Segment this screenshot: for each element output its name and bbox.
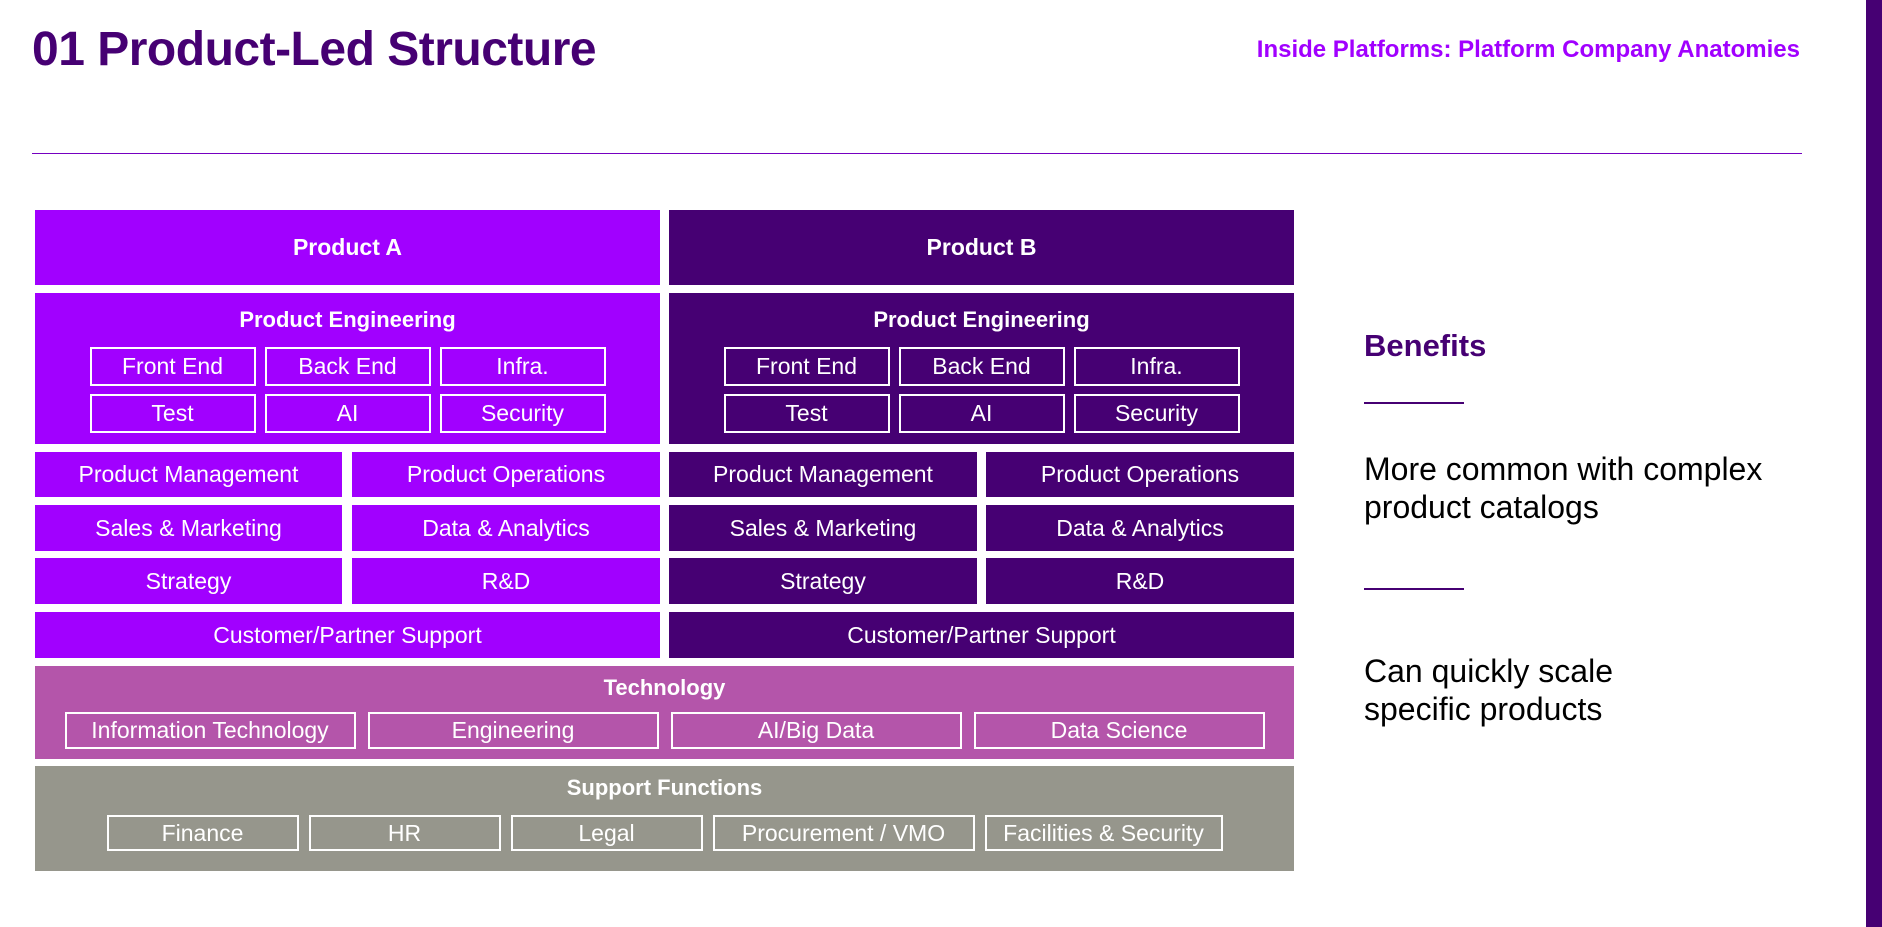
product-b-eng-security: Security xyxy=(1073,394,1240,433)
product-a-header: Product A xyxy=(35,210,660,285)
product-b-product-management-label: Product Management xyxy=(713,461,933,487)
product-b-data-analytics-label: Data & Analytics xyxy=(1056,514,1224,541)
support-legal: Legal xyxy=(510,815,703,851)
product-a-eng-test: Test xyxy=(89,394,256,433)
product-b-product-management: Product Management xyxy=(669,452,977,497)
benefits-title: Benefits xyxy=(1364,328,1487,363)
product-b-engineering-title: Product Engineering xyxy=(873,307,1090,332)
support-hr: HR xyxy=(308,815,501,851)
support-procurement-vmo: Procurement / VMO xyxy=(712,815,975,851)
product-a-rnd-label: R&D xyxy=(481,567,531,594)
product-b-sales-marketing-label: Sales & Marketing xyxy=(729,514,917,541)
product-a-customer-support-label: Customer/Partner Support xyxy=(213,621,482,648)
product-b-sales-marketing: Sales & Marketing xyxy=(669,505,977,551)
product-b-title: Product B xyxy=(926,234,1037,260)
product-a-data-analytics-label: Data & Analytics xyxy=(422,514,590,541)
product-b-eng-back-end: Back End xyxy=(898,347,1065,386)
product-a-engineering-grid: Front End Back End Infra. Test AI Securi… xyxy=(89,347,606,433)
technology-items: Information Technology Engineering AI/Bi… xyxy=(64,712,1265,749)
support-functions-section: Support Functions Finance HR Legal Procu… xyxy=(35,766,1294,871)
product-a-title: Product A xyxy=(292,234,403,260)
product-a-engineering-title: Product Engineering xyxy=(239,307,456,332)
product-a-eng-front-end: Front End xyxy=(89,347,256,386)
technology-title: Technology xyxy=(603,675,726,700)
product-b-strategy-label: Strategy xyxy=(780,567,866,594)
technology-information-technology: Information Technology xyxy=(64,712,356,749)
header-divider xyxy=(32,153,1802,154)
product-a-sales-marketing-label: Sales & Marketing xyxy=(95,514,282,541)
product-b-eng-infra: Infra. xyxy=(1073,347,1240,386)
benefit-item-1: More common with complex product catalog… xyxy=(1364,451,1763,525)
technology-ai-big-data: AI/Big Data xyxy=(670,712,962,749)
product-b-eng-ai: AI xyxy=(898,394,1065,433)
support-functions-title: Support Functions xyxy=(566,775,763,800)
benefits-divider-1 xyxy=(1364,402,1464,404)
product-a-product-operations: Product Operations xyxy=(352,452,660,497)
product-a-eng-infra: Infra. xyxy=(439,347,606,386)
product-b-header: Product B xyxy=(669,210,1294,285)
product-a-strategy: Strategy xyxy=(35,558,342,604)
product-a-eng-ai: AI xyxy=(264,394,431,433)
page-title: 01 Product-Led Structure xyxy=(32,23,597,76)
product-b-eng-front-end: Front End xyxy=(723,347,890,386)
technology-engineering: Engineering xyxy=(367,712,659,749)
product-a-data-analytics: Data & Analytics xyxy=(352,505,660,551)
product-a-rnd: R&D xyxy=(352,558,660,604)
product-a-eng-back-end: Back End xyxy=(264,347,431,386)
product-b-customer-support: Customer/Partner Support xyxy=(669,612,1294,658)
support-facilities-security: Facilities & Security xyxy=(984,815,1223,851)
benefit-item-2: Can quickly scale specific products xyxy=(1364,653,1613,727)
product-b-product-operations: Product Operations xyxy=(986,452,1294,497)
product-a-product-management: Product Management xyxy=(35,452,342,497)
product-a-sales-marketing: Sales & Marketing xyxy=(35,505,342,551)
product-b-engineering: Product Engineering Front End Back End I… xyxy=(669,293,1294,444)
product-b-rnd-label: R&D xyxy=(1115,567,1165,594)
product-b-data-analytics: Data & Analytics xyxy=(986,505,1294,551)
product-b-product-operations-label: Product Operations xyxy=(1040,461,1240,487)
support-finance: Finance xyxy=(106,815,299,851)
product-a-product-management-label: Product Management xyxy=(78,461,299,487)
product-b-rnd: R&D xyxy=(986,558,1294,604)
product-a-eng-security: Security xyxy=(439,394,606,433)
page-subtitle: Inside Platforms: Platform Company Anato… xyxy=(1256,36,1800,63)
product-b-engineering-grid: Front End Back End Infra. Test AI Securi… xyxy=(723,347,1240,433)
product-a-engineering: Product Engineering Front End Back End I… xyxy=(35,293,660,444)
support-functions-items: Finance HR Legal Procurement / VMO Facil… xyxy=(106,815,1223,851)
edge-accent-bar xyxy=(1866,0,1882,927)
product-b-strategy: Strategy xyxy=(669,558,977,604)
product-a-product-operations-label: Product Operations xyxy=(406,461,606,487)
technology-section: Technology Information Technology Engine… xyxy=(35,666,1294,759)
product-a-strategy-label: Strategy xyxy=(145,567,232,594)
product-b-customer-support-label: Customer/Partner Support xyxy=(847,621,1116,648)
product-b-eng-test: Test xyxy=(723,394,890,433)
benefits-divider-2 xyxy=(1364,588,1464,590)
product-a-customer-support: Customer/Partner Support xyxy=(35,612,660,658)
technology-data-science: Data Science xyxy=(973,712,1265,749)
